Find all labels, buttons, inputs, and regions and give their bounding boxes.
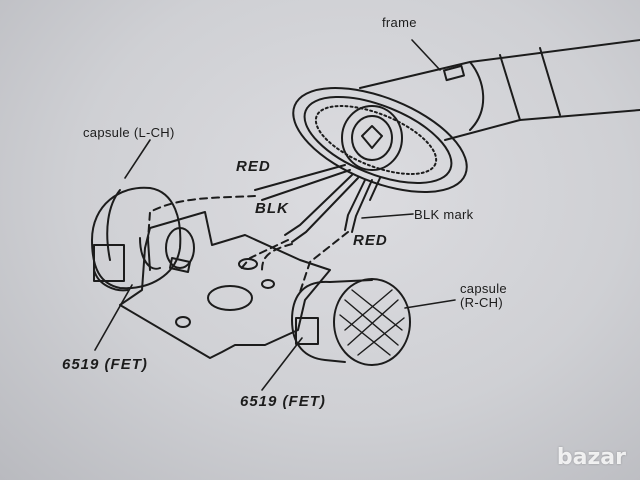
- label-blk: BLK: [255, 200, 289, 217]
- frame-body: [359, 39, 640, 141]
- dashed-connections: [147, 195, 349, 293]
- label-fet-right: 6519 (FET): [240, 393, 326, 410]
- leader-lines: [94, 39, 456, 391]
- label-capsule-left: capsule (L-CH): [83, 125, 175, 140]
- wire-bundle: [254, 164, 381, 243]
- label-capsule-right: capsule: [460, 281, 507, 296]
- right-capsule-mesh: [339, 289, 405, 356]
- label-blk-mark: BLK mark: [414, 207, 474, 222]
- left-capsule: [91, 186, 195, 292]
- label-red-top: RED: [236, 158, 271, 175]
- watermark-logo: bazar: [556, 445, 626, 470]
- mounting-plate: [119, 211, 331, 359]
- frame-oval: [292, 86, 468, 194]
- label-fet-left: 6519 (FET): [62, 356, 148, 373]
- right-capsule: [291, 278, 411, 366]
- label-red-bottom: RED: [353, 232, 388, 249]
- label-capsule-right-channel: (R-CH): [460, 295, 503, 310]
- label-frame: frame: [382, 15, 417, 30]
